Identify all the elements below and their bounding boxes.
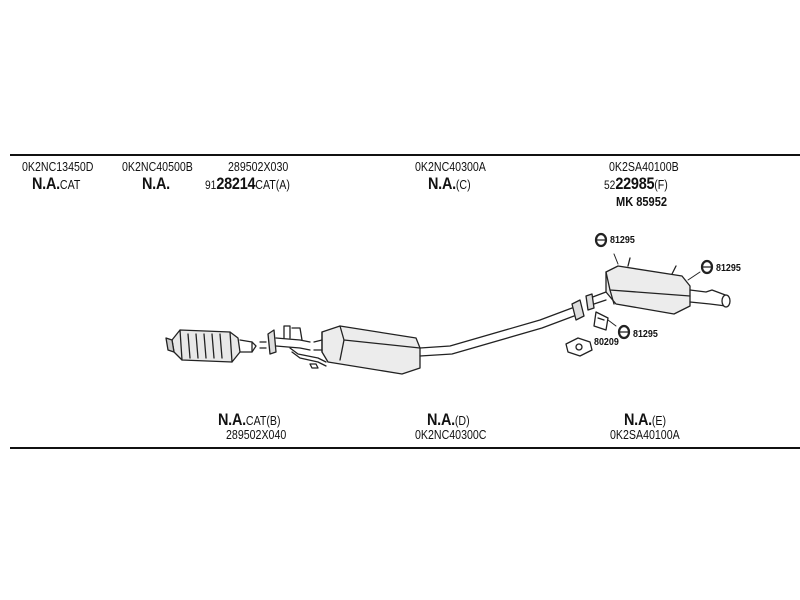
rubber-mount-icon bbox=[594, 232, 714, 340]
part-label-4: N.A.(C) bbox=[428, 174, 471, 193]
part-code-4: 0K2NC40300A bbox=[415, 160, 486, 174]
part-label-6: N.A.CAT(B) bbox=[218, 410, 281, 429]
part-label-8: N.A.(E) bbox=[624, 410, 667, 429]
part-label-2: N.A. bbox=[142, 174, 170, 193]
callout-mount-bottom: 81295 bbox=[633, 328, 658, 340]
center-muffler-icon bbox=[313, 325, 421, 375]
part-code-1: 0K2NC13450D bbox=[22, 160, 94, 174]
part-label-5: 5222985(F) bbox=[604, 174, 668, 193]
catalytic-converter-icon bbox=[165, 329, 257, 363]
part-code-2: 0K2NC40500B bbox=[122, 160, 193, 174]
part-code-6: 289502X040 bbox=[226, 428, 287, 442]
part-mk-5: MK 85952 bbox=[616, 194, 667, 209]
part-code-7: 0K2NC40300C bbox=[415, 428, 487, 442]
part-label-7: N.A.(D) bbox=[427, 410, 470, 429]
part-code-8: 0K2SA40100A bbox=[610, 428, 680, 442]
part-code-5: 0K2SA40100B bbox=[609, 160, 679, 174]
intermediate-pipe-icon bbox=[419, 299, 585, 357]
top-divider bbox=[10, 154, 800, 156]
callout-mount-top: 81295 bbox=[610, 234, 635, 246]
bracket-icon bbox=[593, 311, 609, 331]
part-code-3: 289502X030 bbox=[228, 160, 289, 174]
callout-gasket: 80209 bbox=[594, 336, 619, 348]
bottom-divider bbox=[10, 447, 800, 449]
part-label-1: N.A.CAT bbox=[32, 174, 81, 193]
rear-muffler-icon bbox=[585, 257, 731, 315]
gasket-icon bbox=[565, 337, 593, 357]
front-pipe-icon bbox=[259, 325, 327, 369]
part-label-3: 9128214CAT(A) bbox=[205, 174, 290, 193]
callout-mount-right: 81295 bbox=[716, 262, 741, 274]
